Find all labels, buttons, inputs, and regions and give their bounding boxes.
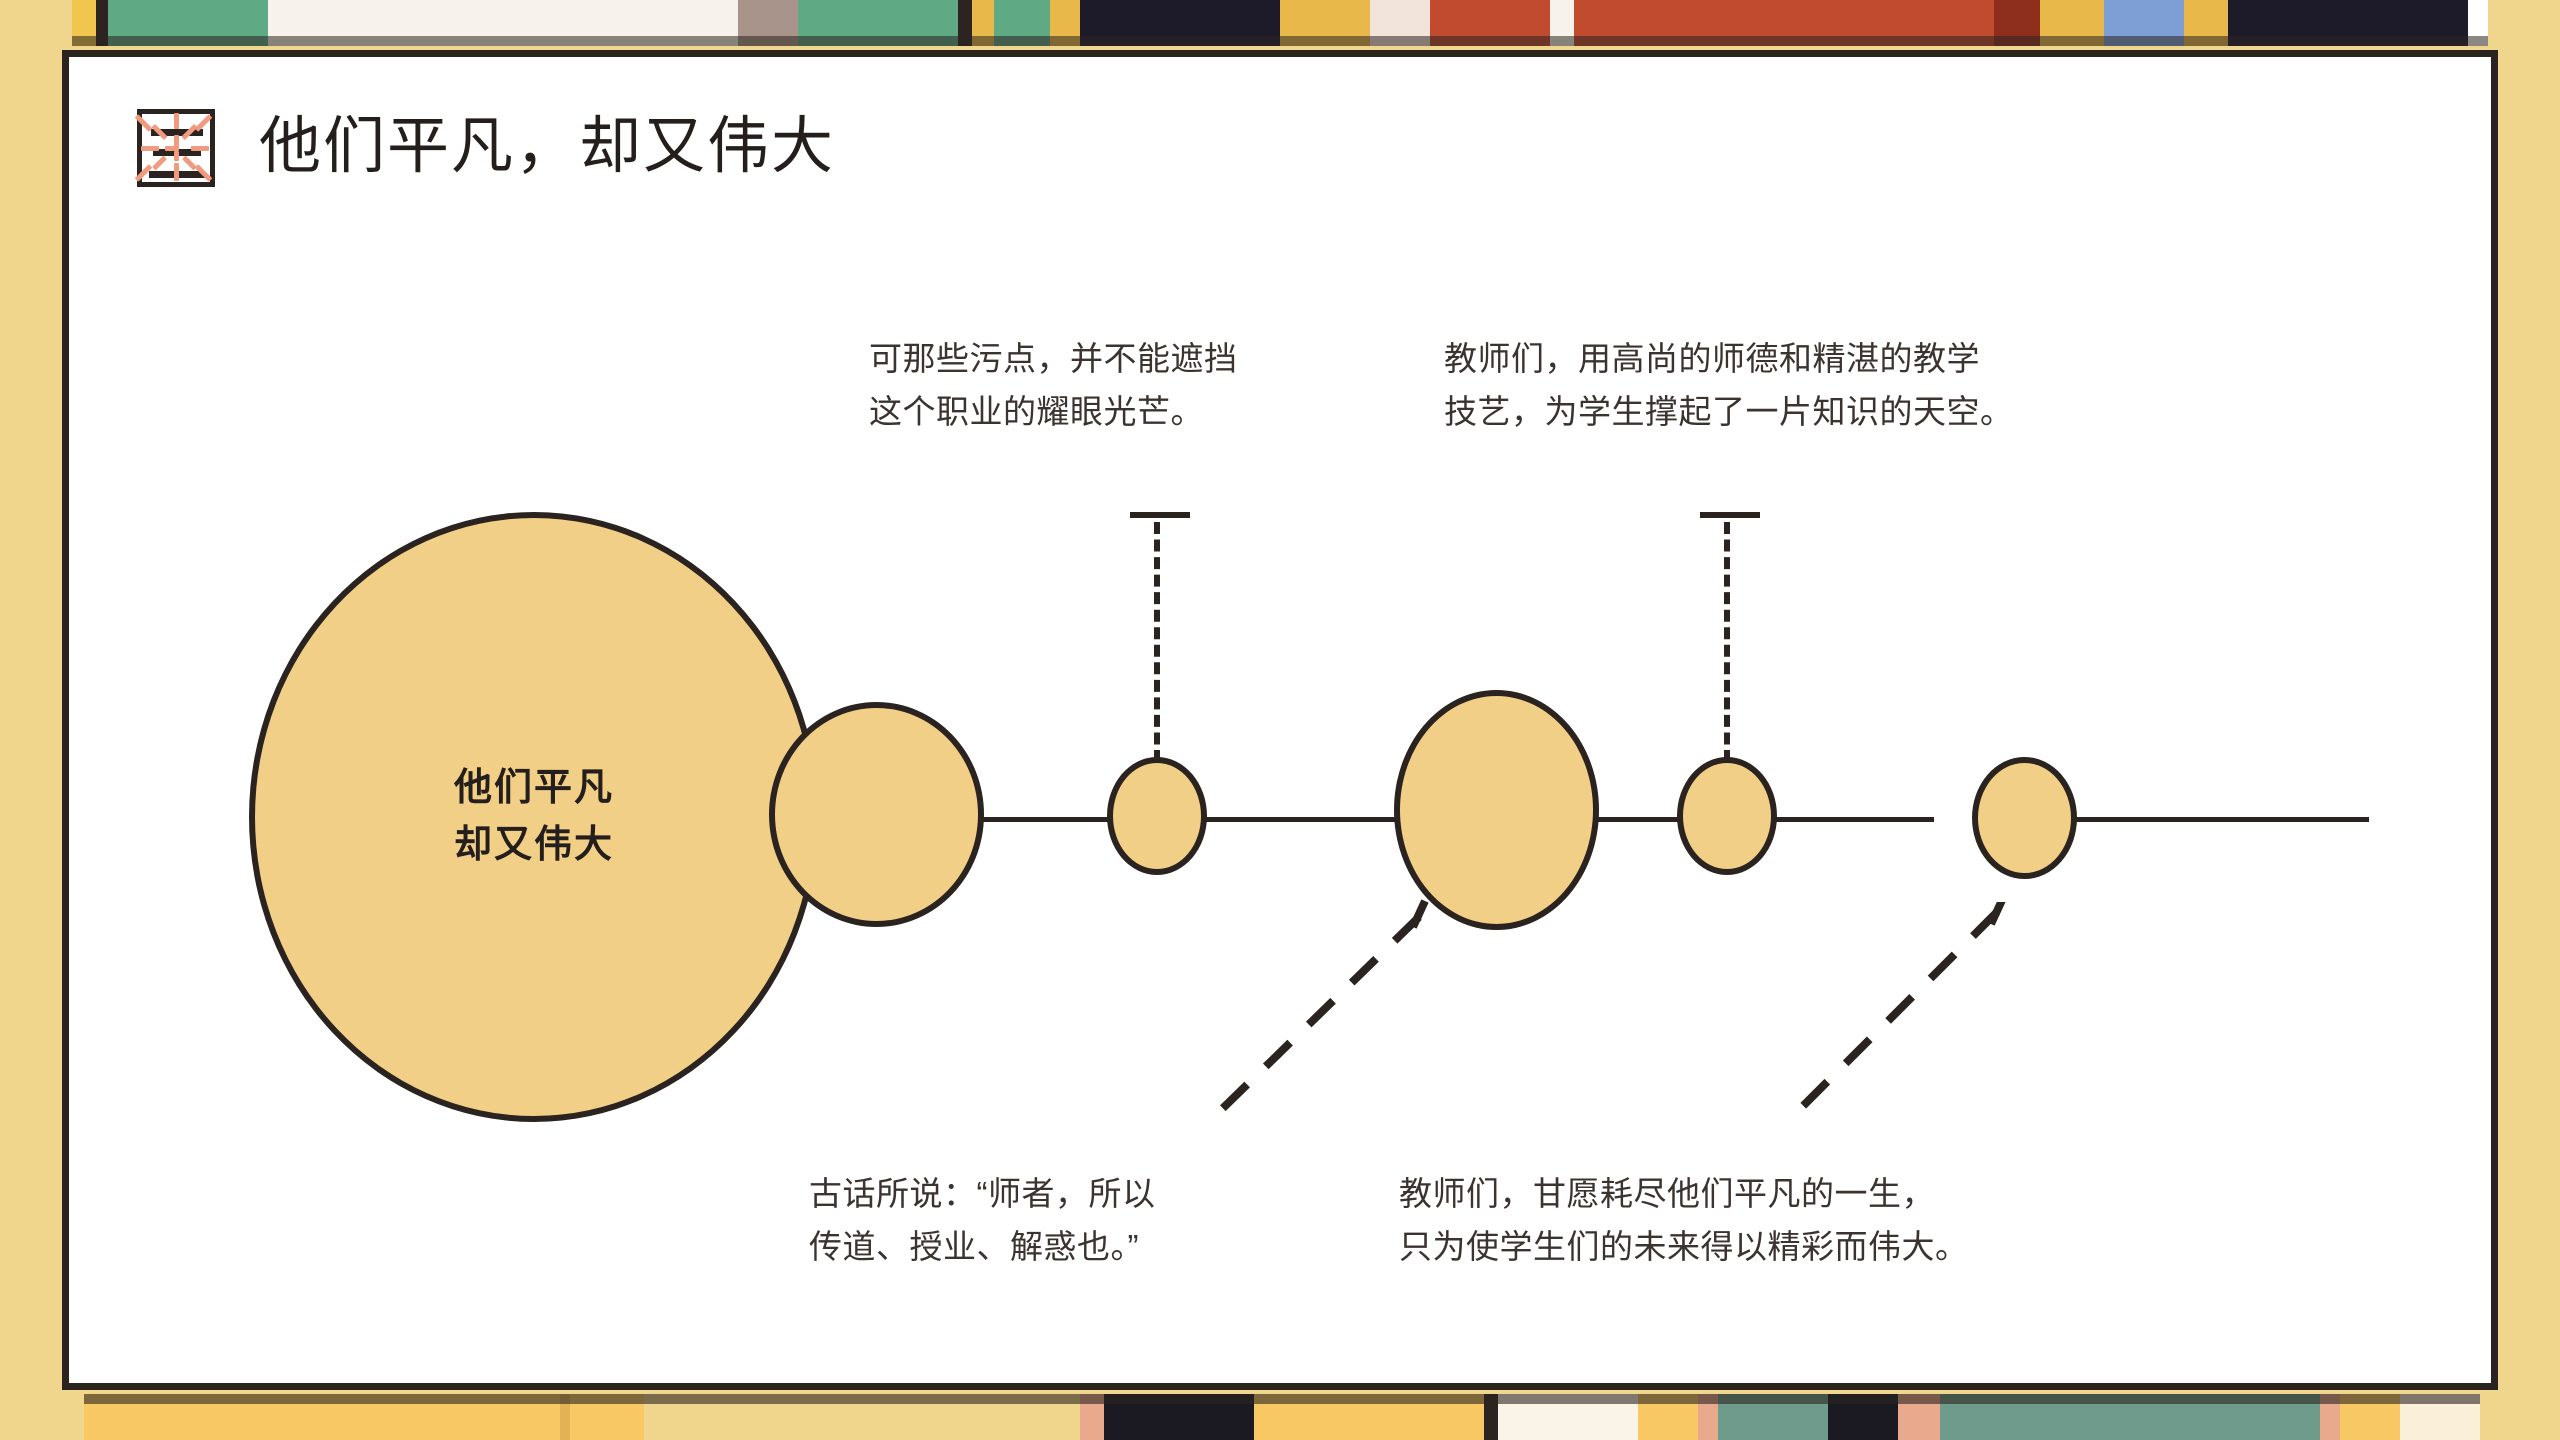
hub-node[interactable]: 他们平凡却又伟大	[249, 512, 819, 1122]
deco-segment	[560, 1394, 570, 1440]
badge-ray	[174, 151, 179, 161]
deco-segment	[96, 0, 108, 46]
callout-bottom-left: 古话所说：“师者，所以 传道、授业、解惑也。”	[809, 1175, 1156, 1266]
badge-stroke-1	[151, 129, 203, 136]
deco-shadow	[84, 1394, 2480, 1404]
leader-line-bottom-right	[1794, 902, 2006, 1115]
deco-segment	[2320, 1394, 2340, 1440]
deco-shadow	[72, 36, 2488, 46]
deco-segment	[972, 0, 994, 46]
badge-outline	[137, 109, 215, 187]
badge-ray	[191, 146, 209, 151]
node-2[interactable]	[1394, 690, 1599, 930]
deco-segment	[2488, 0, 2560, 46]
badge-ray	[174, 135, 179, 147]
slide-header: 他们平凡，却又伟大	[115, 97, 835, 197]
timeline-axis-segment	[1539, 817, 1699, 822]
deco-segment	[958, 0, 972, 46]
three-strokes-badge-icon	[115, 97, 227, 197]
page-title: 他们平凡，却又伟大	[259, 112, 836, 181]
callout-top-right: 教师们，用高尚的师德和精湛的教学 技艺，为学生撑起了一片知识的天空。	[1444, 340, 2014, 431]
leader-line-bottom-left	[1216, 899, 1429, 1115]
deco-segment	[0, 1394, 84, 1440]
timeline-axis-segment	[1774, 817, 1934, 822]
deco-segment	[2480, 1394, 2560, 1440]
badge-ray	[165, 146, 179, 151]
callout-top-left: 可那些污点，并不能遮挡 这个职业的耀眼光芒。	[869, 340, 1238, 431]
leader-stem	[1724, 522, 1730, 762]
bottom-decoration-strip	[0, 1394, 2560, 1440]
badge-ray	[174, 163, 179, 181]
leader-cap	[1130, 512, 1190, 518]
hub-satellite-node[interactable]	[769, 702, 984, 927]
callout-bottom-right: 教师们，甘愿耗尽他们平凡的一生， 只为使学生们的未来得以精彩而伟大。	[1399, 1175, 1969, 1266]
deco-segment	[1698, 1394, 1718, 1440]
node-4[interactable]	[1972, 757, 2077, 879]
badge-ray	[141, 146, 159, 151]
deco-segment	[1484, 1394, 1498, 1440]
timeline-axis-segment	[974, 817, 1134, 822]
timeline-axis-segment	[2069, 817, 2369, 822]
top-decoration-strip	[0, 0, 2560, 46]
deco-segment	[2468, 0, 2488, 46]
leader-stem	[1154, 522, 1160, 762]
node-3[interactable]	[1677, 757, 1777, 875]
timeline-diagram: 他们平凡却又伟大	[69, 57, 2505, 1397]
hub-node-label: 他们平凡却又伟大	[453, 767, 614, 866]
node-1[interactable]	[1107, 757, 1207, 875]
slide-content-card: 他们平凡，却又伟大 他们平凡却又伟大	[62, 50, 2498, 1390]
leader-cap	[1700, 512, 1760, 518]
timeline-axis-segment	[1204, 817, 1404, 822]
badge-ray	[174, 113, 179, 129]
